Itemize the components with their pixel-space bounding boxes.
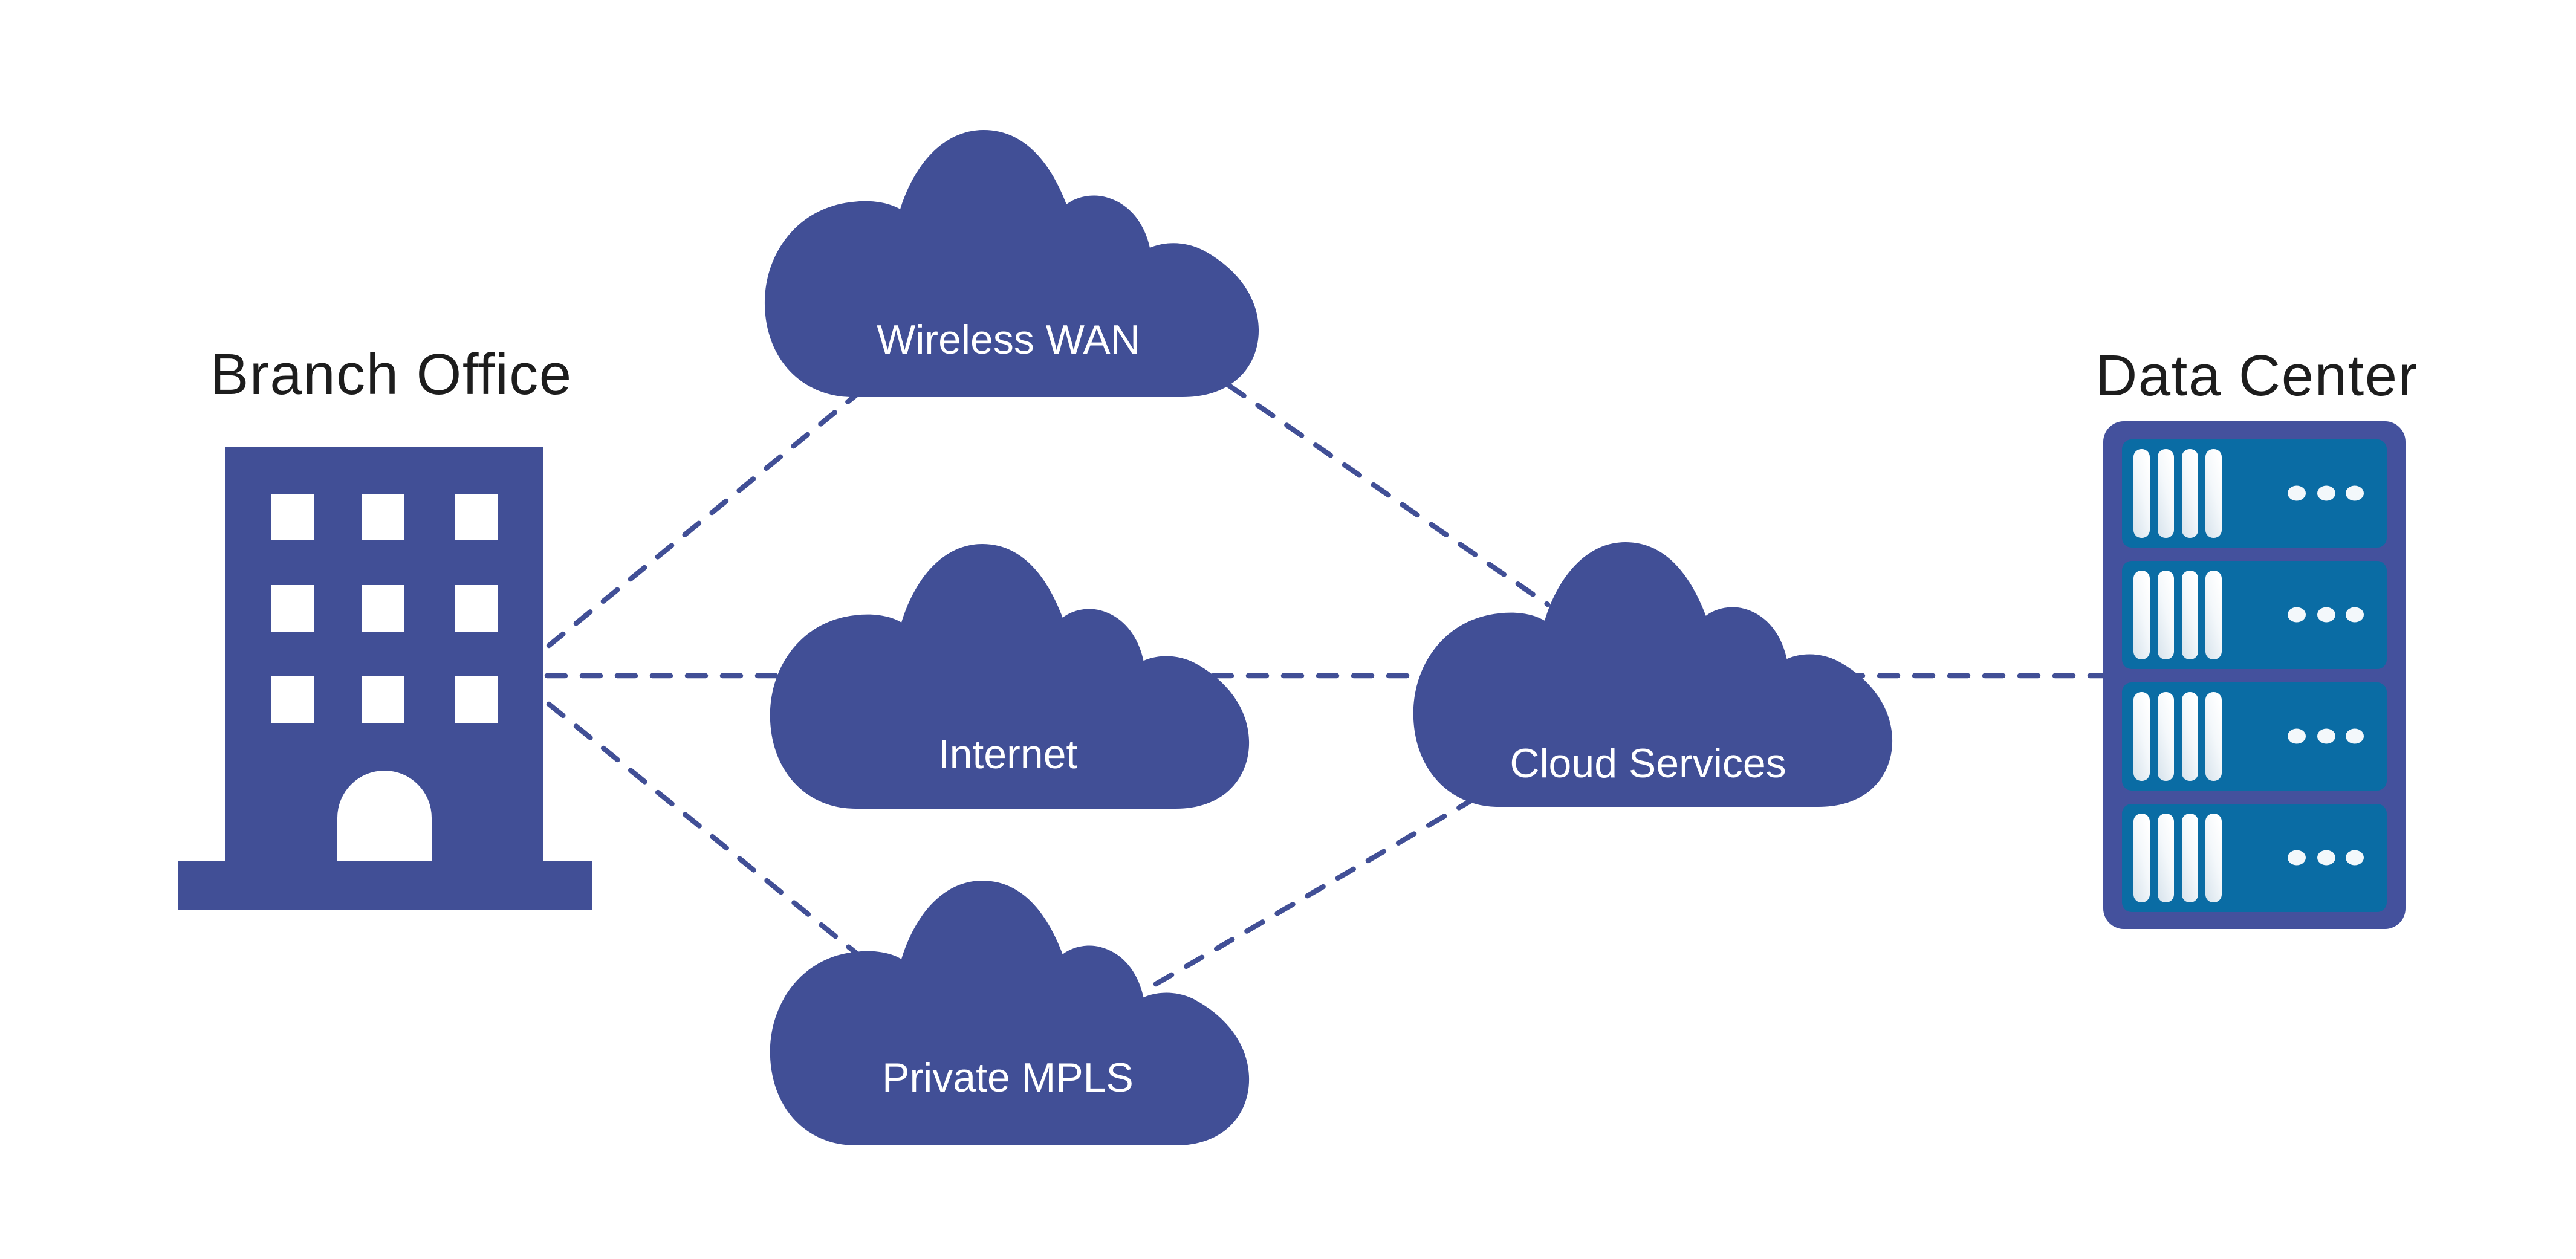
data-center-label: Data Center [2095, 343, 2418, 408]
cloud-services-node: Cloud Services [1413, 542, 1893, 808]
server-unit [2122, 682, 2387, 791]
office-building-windows [271, 494, 498, 723]
private-mpls-cloud-icon [770, 880, 1250, 1146]
data-center-node: Data Center [2095, 343, 2418, 929]
server-unit [2122, 804, 2387, 912]
private-mpls-label: Private MPLS [882, 1055, 1134, 1101]
server-unit [2122, 439, 2387, 548]
wireless-wan-label: Wireless WAN [877, 317, 1140, 363]
server-rack-icon [2103, 421, 2406, 929]
branch-office-node: Branch Office [178, 342, 592, 910]
internet-node: Internet [770, 543, 1250, 809]
connection-branch-office-wireless-wan [546, 378, 877, 649]
office-building-door [337, 771, 432, 861]
private-mpls-node: Private MPLS [770, 880, 1250, 1146]
connection-wireless-wan-cloud-services [1197, 363, 1551, 607]
office-building-base [178, 861, 592, 910]
internet-label: Internet [938, 731, 1078, 777]
server-unit [2122, 561, 2387, 669]
connection-branch-office-private-mpls [546, 701, 868, 963]
branch-office-label: Branch Office [210, 342, 572, 407]
connection-private-mpls-cloud-services [1153, 772, 1517, 987]
wireless-wan-node: Wireless WAN [764, 130, 1259, 397]
cloud-services-label: Cloud Services [1510, 740, 1786, 786]
